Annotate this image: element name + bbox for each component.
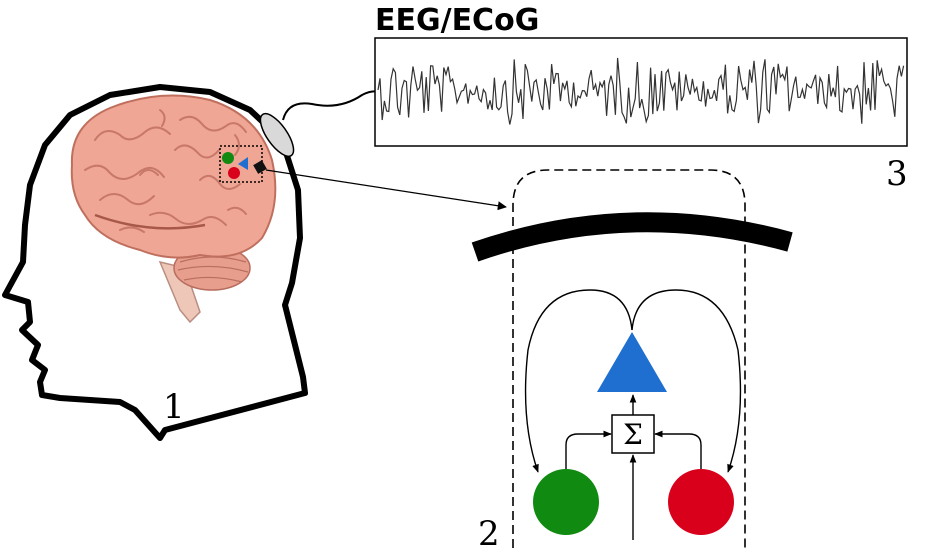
label-2: 2 <box>478 514 500 552</box>
electrode-contact-icon <box>253 160 267 174</box>
head-outline-icon <box>2 84 308 441</box>
pyramid-to-inh-arrow <box>631 289 742 473</box>
eeg-trace <box>377 57 905 125</box>
neural-mass-panel <box>512 169 746 548</box>
pyramid-to-exc-arrow <box>524 289 633 473</box>
mini-inhibitory-icon <box>228 167 240 179</box>
excitatory-population-icon <box>533 469 599 535</box>
inh-to-sum-arrow <box>654 430 702 469</box>
mini-pyramidal-icon <box>238 157 248 170</box>
sum-symbol: Σ <box>623 418 643 451</box>
electrode-cable <box>282 90 379 121</box>
exc-to-sum-arrow <box>565 430 612 469</box>
zoom-arrow <box>265 169 507 211</box>
brain-icon <box>70 94 277 324</box>
inhibitory-population-icon <box>668 469 734 535</box>
mini-excitatory-icon <box>222 152 234 164</box>
pyramidal-neuron-icon <box>597 332 667 392</box>
signal-title: EEG/ECoG <box>375 3 539 38</box>
skull-arc <box>471 212 793 262</box>
label-1: 1 <box>163 387 185 427</box>
label-3: 3 <box>886 154 908 194</box>
electrode-icon <box>259 112 295 158</box>
